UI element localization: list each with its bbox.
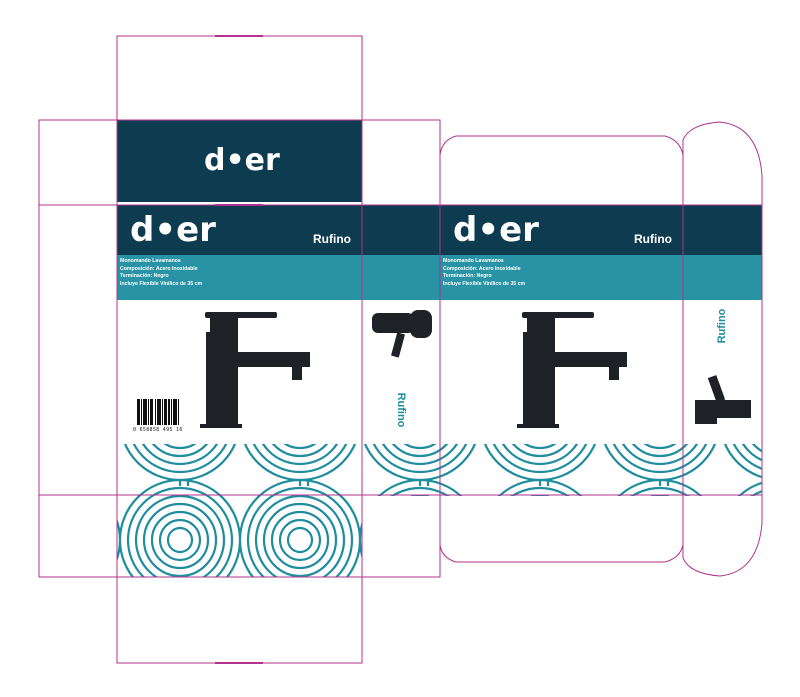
spec-line: Incluye Flexible Vinílico de 35 cm [443, 280, 526, 287]
back-header [440, 205, 683, 255]
spec-line: Composición: Acero Inoxidable [120, 265, 198, 272]
front-teal-band [117, 255, 362, 300]
faucet-side-image-right [695, 375, 751, 424]
side-left-header [362, 205, 440, 255]
faucet-side-image-left [372, 310, 432, 358]
spec-line: Monomando Lavamanos [443, 258, 504, 264]
barcode [136, 398, 180, 426]
side-left-wave-pattern [362, 444, 440, 496]
front-wave-pattern [117, 444, 362, 577]
side-right-wave-pattern [683, 444, 762, 496]
specs-back: Monomando Lavamanos Composición: Acero I… [443, 258, 525, 288]
back-wave-pattern [440, 444, 683, 496]
front-header [117, 205, 362, 255]
faucet-back-image [517, 312, 627, 428]
brand-logo-front: d•er [130, 210, 216, 250]
side-right-header [683, 205, 762, 255]
spec-line: Terminación: Negro [120, 273, 169, 280]
barcode-number: 0 658858 495 16 [133, 427, 183, 433]
model-name-front: Rufino [313, 232, 351, 246]
spec-line: Monomando Lavamanos [120, 258, 181, 264]
top-flap-header [117, 120, 362, 202]
side-left-teal [362, 255, 440, 300]
spec-line: Incluye Flexible Vinílico de 35 cm [120, 280, 203, 287]
model-name-back: Rufino [634, 232, 672, 246]
side-label-left: Rufino [395, 392, 407, 428]
brand-logo-back: d•er [453, 210, 539, 250]
spec-line: Terminación: Negro [443, 273, 492, 280]
faucet-front-image [200, 312, 310, 428]
spec-line: Composición: Acero Inoxidable [443, 265, 521, 272]
brand-logo-top-flap: d•er [204, 143, 280, 178]
cut-lines [38, 35, 763, 664]
specs-front: Monomando Lavamanos Composición: Acero I… [120, 258, 202, 288]
back-teal-band [440, 255, 683, 300]
side-right-teal [683, 255, 762, 300]
side-label-right: Rufino [716, 308, 728, 344]
